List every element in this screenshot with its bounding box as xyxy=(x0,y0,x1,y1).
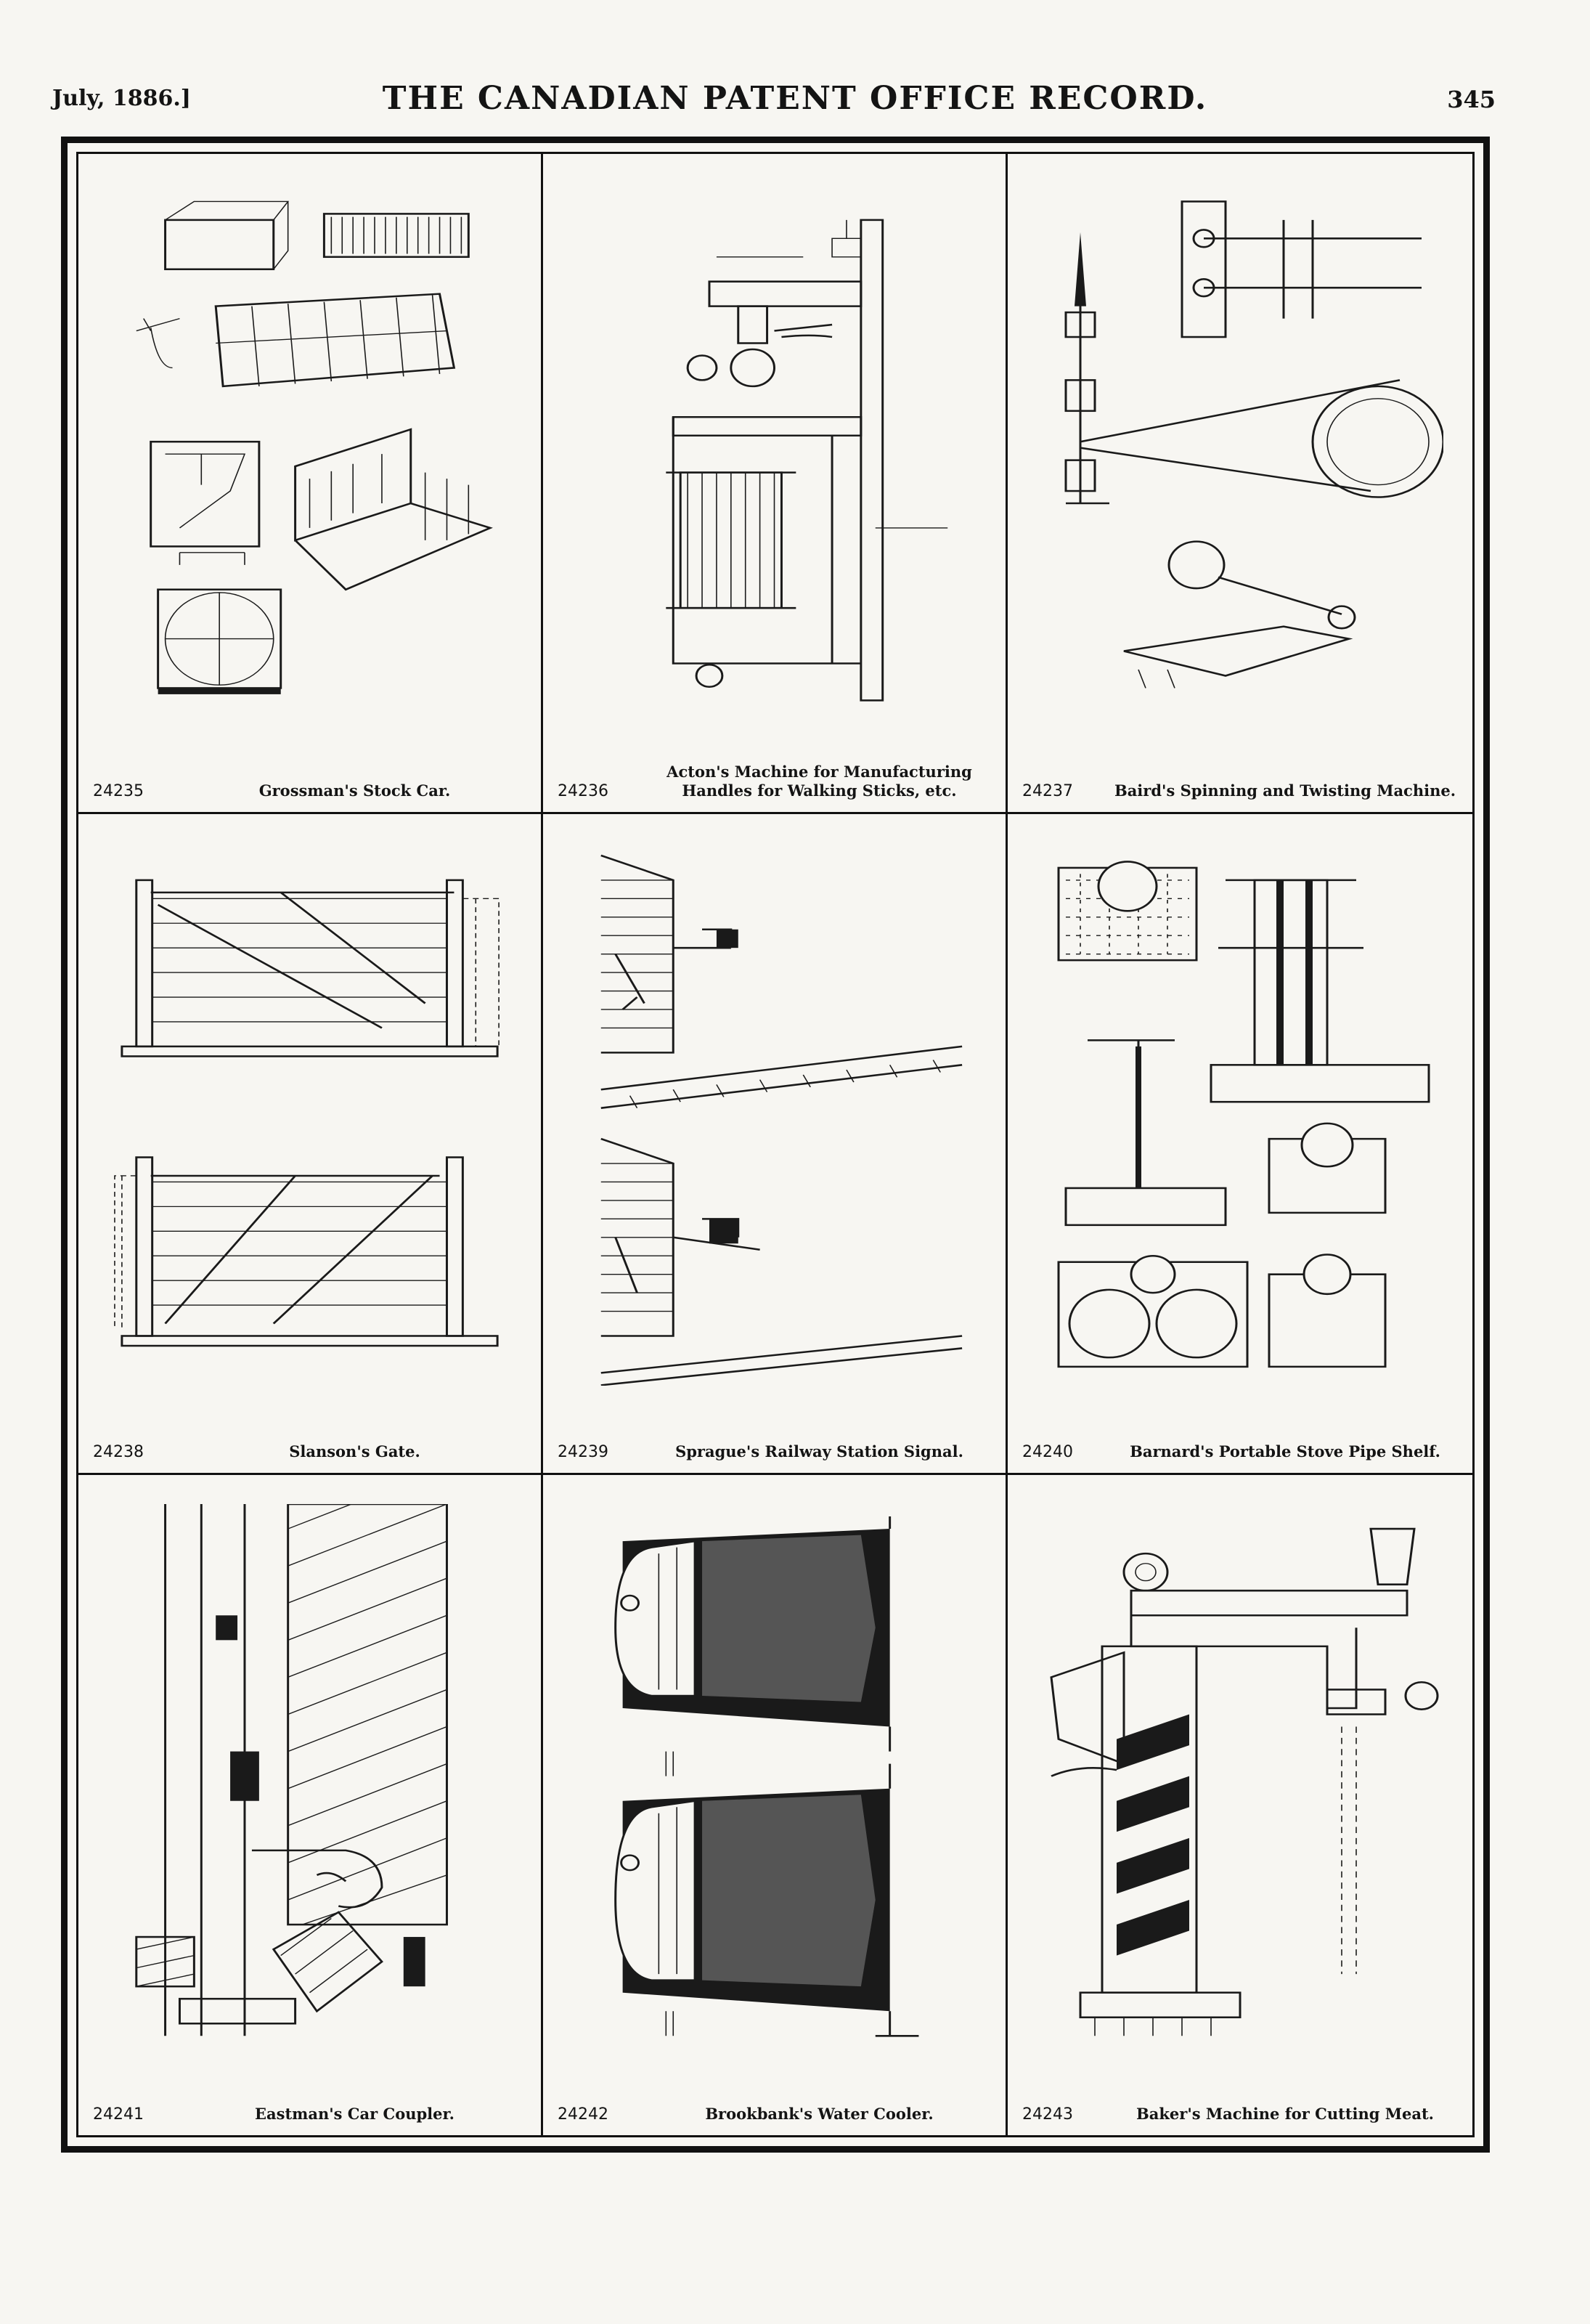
water-cooler-drawing xyxy=(614,1516,919,2037)
meat-cutting-machine-drawing xyxy=(1050,1527,1439,2036)
patent-cell: 24239 Sprague's Railway Station Signal. xyxy=(543,814,1008,1475)
patent-number: 24238 xyxy=(93,1442,144,1461)
patent-number: 24235 xyxy=(93,782,144,801)
patent-title: Sprague's Railway Station Signal. xyxy=(675,1442,963,1460)
patent-caption: 24243 Baker's Machine for Cutting Meat. xyxy=(1022,2073,1461,2124)
patent-number: 24237 xyxy=(1022,782,1073,801)
publication-title: THE CANADIAN PATENT OFFICE RECORD. xyxy=(382,80,1208,117)
patent-title: Grossman's Stock Car. xyxy=(258,781,451,800)
patent-drawings-frame: 24235 Grossman's Stock Car. xyxy=(61,137,1490,2153)
patent-caption: 24240 Barnard's Portable Stove Pipe Shel… xyxy=(1022,1410,1461,1461)
patent-grid: 24235 Grossman's Stock Car. xyxy=(76,152,1475,2137)
patent-title: Slanson's Gate. xyxy=(289,1442,420,1460)
stove-pipe-shelf-drawing xyxy=(1057,861,1430,1368)
handle-machine-drawing xyxy=(666,219,948,702)
patent-title: Baird's Spinning and Twisting Machine. xyxy=(1114,781,1456,800)
patent-cell: 24235 Grossman's Stock Car. xyxy=(78,154,543,815)
patent-caption: 24236 Acton's Machine for Manufacturing … xyxy=(558,749,994,800)
patent-caption: 24237 Baird's Spinning and Twisting Mach… xyxy=(1022,749,1461,800)
patent-title: Baker's Machine for Cutting Meat. xyxy=(1136,2104,1434,2123)
patent-caption: 24238 Slanson's Gate. xyxy=(93,1410,529,1461)
patent-title: Acton's Machine for Manufacturing Handle… xyxy=(666,763,972,800)
patent-cell: 24238 Slanson's Gate. xyxy=(78,814,543,1475)
patent-number: 24242 xyxy=(558,2105,608,2124)
car-coupler-drawing xyxy=(135,1503,448,2036)
railway-signal-drawing xyxy=(600,855,963,1386)
patent-title: Barnard's Portable Stove Pipe Shelf. xyxy=(1130,1442,1440,1460)
patent-number: 24236 xyxy=(558,782,608,801)
patent-number: 24239 xyxy=(558,1442,608,1461)
patent-caption: 24241 Eastman's Car Coupler. xyxy=(93,2073,529,2124)
issue-date: July, 1886.] xyxy=(52,86,191,111)
patent-title: Brookbank's Water Cooler. xyxy=(705,2104,934,2123)
patent-cell: 24240 Barnard's Portable Stove Pipe Shel… xyxy=(1008,814,1472,1475)
patent-number: 24241 xyxy=(93,2105,144,2124)
page-number: 345 xyxy=(1447,86,1496,113)
patent-number: 24240 xyxy=(1022,1442,1073,1461)
stock-car-drawing xyxy=(136,200,493,694)
gate-drawing xyxy=(114,879,500,1347)
patent-number: 24243 xyxy=(1022,2105,1073,2124)
patent-cell: 24241 Eastman's Car Coupler. xyxy=(78,1474,543,2135)
patent-cell: 24242 Brookbank's Water Cooler. xyxy=(543,1474,1008,2135)
patent-title: Eastman's Car Coupler. xyxy=(255,2104,454,2123)
patent-caption: 24239 Sprague's Railway Station Signal. xyxy=(558,1410,994,1461)
patent-caption: 24235 Grossman's Stock Car. xyxy=(93,749,529,800)
patent-cell: 24243 Baker's Machine for Cutting Meat. xyxy=(1008,1475,1472,2135)
patent-cell: 24237 Baird's Spinning and Twisting Mach… xyxy=(1008,154,1472,815)
patent-caption: 24242 Brookbank's Water Cooler. xyxy=(558,2073,994,2124)
patent-cell: 24236 Acton's Machine for Manufacturing … xyxy=(543,154,1008,815)
page-header: July, 1886.] THE CANADIAN PATENT OFFICE … xyxy=(0,80,1590,123)
spinning-machine-drawing xyxy=(1064,200,1443,688)
